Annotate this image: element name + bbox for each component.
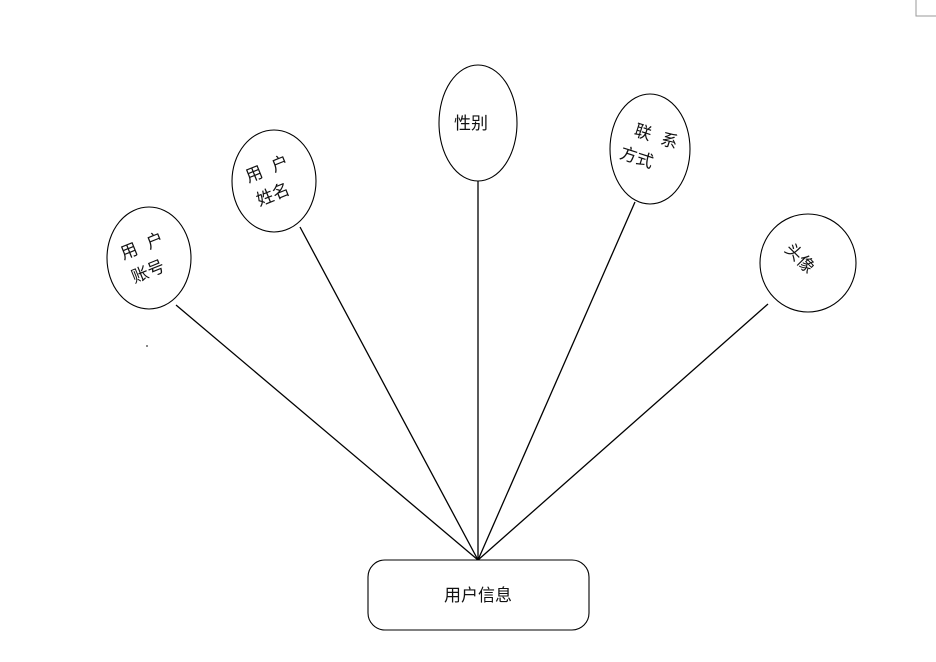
attribute-gender-ellipse	[438, 64, 518, 182]
corner-crop-mark	[915, 0, 936, 17]
connector-lines	[175, 181, 769, 561]
connector-account	[175, 304, 479, 561]
attribute-contact-ellipse	[609, 93, 691, 205]
attribute-name-ellipse	[231, 129, 317, 233]
entity-label: 用户信息	[444, 586, 512, 606]
attribute-account: 用 户 账号	[106, 206, 192, 310]
attribute-avatar-ellipse	[759, 213, 857, 313]
stray-dot	[146, 345, 148, 347]
attribute-account-ellipse	[106, 206, 192, 310]
connector-avatar	[477, 303, 769, 561]
entity-box	[367, 559, 590, 631]
connector-name	[299, 226, 479, 561]
attribute-gender-label: 性别	[454, 114, 488, 134]
connector-contact	[477, 201, 636, 561]
attribute-avatar: 头像	[759, 213, 857, 313]
entity-user-info: 用户信息	[367, 559, 590, 631]
attribute-contact: 联 系 方式	[609, 93, 691, 205]
attribute-gender: 性别	[438, 64, 518, 182]
attribute-name: 用 户 姓名	[231, 129, 317, 233]
